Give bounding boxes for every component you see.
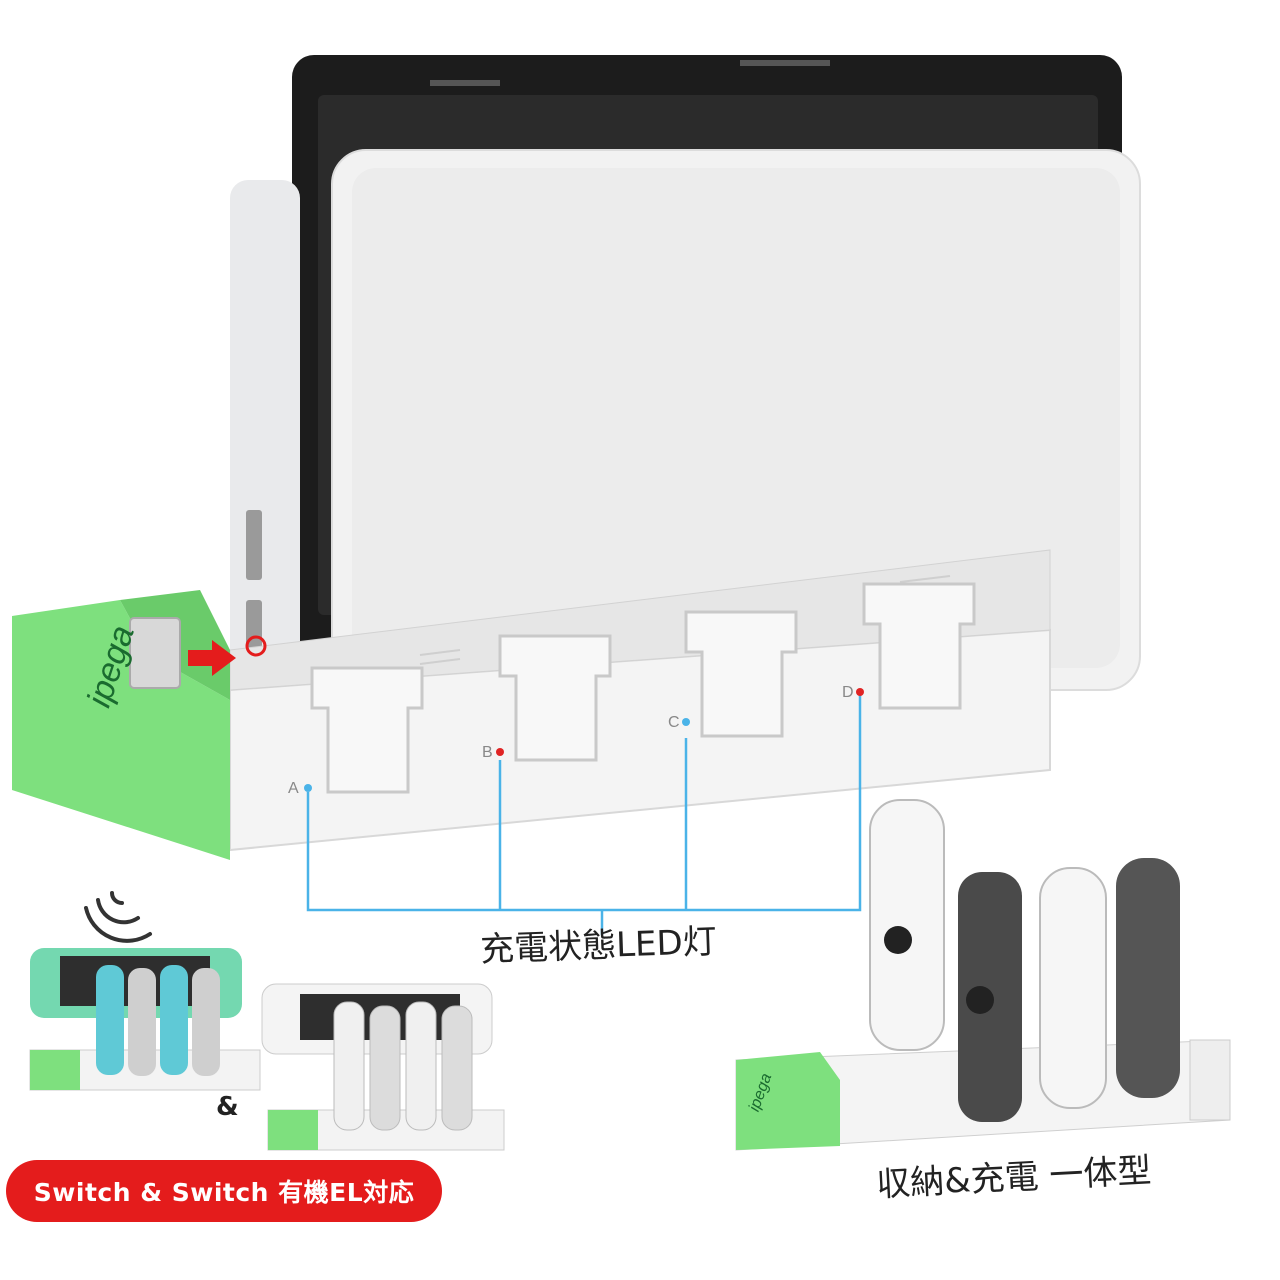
- left-dock-panel: [230, 180, 300, 670]
- compatibility-badge: Switch & Switch 有機EL対応: [6, 1160, 442, 1222]
- slot-led-b: [496, 748, 504, 756]
- slot-led-c: [682, 718, 690, 726]
- mini-dock-colored: [29, 948, 261, 1091]
- dock-cover: [331, 149, 1141, 691]
- slot-led-a: [304, 784, 312, 792]
- green-end-cap: [12, 590, 230, 860]
- ampersand-label: &: [216, 1092, 239, 1122]
- insert-arrow-icon: [188, 635, 267, 676]
- led-connector-lines: [306, 692, 862, 935]
- slot-letter-a: A: [288, 780, 299, 797]
- slot-letter-d: D: [842, 684, 854, 701]
- slot-letter-c: C: [668, 714, 680, 731]
- slot-letter-b: B: [482, 744, 493, 761]
- slot-led-d: [856, 688, 864, 696]
- storage-dock: [735, 799, 1231, 1151]
- led-caption: 充電状態LED灯: [479, 921, 718, 971]
- mini-dock-white: [261, 983, 505, 1151]
- wireless-signal-icon: [84, 891, 152, 943]
